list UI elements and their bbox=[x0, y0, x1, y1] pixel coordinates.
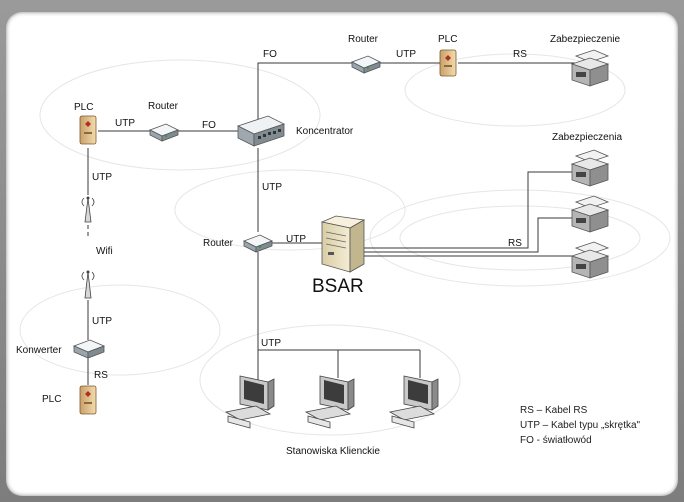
legend-item-fo: FO - światłowód bbox=[520, 435, 592, 446]
label-utp-mid-vertical: UTP bbox=[262, 182, 282, 193]
converter-icon bbox=[72, 339, 106, 359]
label-zabezpieczenia: Zabezpieczenia bbox=[552, 132, 622, 143]
security-device-2-icon bbox=[570, 195, 610, 233]
plc-top-icon bbox=[439, 49, 457, 77]
security-device-3-icon bbox=[570, 241, 610, 279]
legend: RS – Kabel RS UTP – Kabel typu „skrętka"… bbox=[520, 405, 641, 446]
workstation-2-icon bbox=[304, 375, 355, 429]
router-left-icon bbox=[149, 123, 179, 142]
connections bbox=[87, 62, 578, 385]
label-plc-bottom: PLC bbox=[42, 394, 61, 405]
label-wifi: Wifi bbox=[96, 246, 113, 257]
label-bsar: BSAR bbox=[312, 276, 364, 297]
label-utp-left-vertical: UTP bbox=[92, 172, 112, 183]
label-utp-left: UTP bbox=[115, 118, 135, 129]
workstation-3-icon bbox=[388, 375, 439, 429]
label-rs-left: RS bbox=[94, 370, 108, 381]
label-plc-left: PLC bbox=[74, 102, 93, 113]
security-device-1-icon bbox=[570, 149, 610, 187]
workstation-1-icon bbox=[224, 375, 275, 429]
label-fo-top: FO bbox=[263, 49, 277, 60]
label-fo-left: FO bbox=[202, 120, 216, 131]
label-utp-left-lower: UTP bbox=[92, 316, 112, 327]
wifi-antenna-upper-icon bbox=[81, 196, 95, 223]
label-konwerter: Konwerter bbox=[16, 345, 62, 356]
label-router-mid: Router bbox=[203, 238, 234, 249]
label-rs-top: RS bbox=[513, 49, 527, 60]
security-device-top-icon bbox=[570, 49, 610, 87]
label-koncentrator: Koncentrator bbox=[296, 126, 354, 137]
legend-item-rs: RS – Kabel RS bbox=[520, 405, 588, 416]
label-zabezpieczenie: Zabezpieczenie bbox=[550, 34, 620, 45]
router-mid-icon bbox=[243, 234, 273, 253]
router-top-icon bbox=[351, 55, 381, 74]
label-utp-mid: UTP bbox=[286, 234, 306, 245]
label-plc-top: PLC bbox=[438, 34, 457, 45]
label-router-top: Router bbox=[348, 34, 379, 45]
legend-item-utp: UTP – Kabel typu „skrętka" bbox=[520, 420, 641, 431]
wifi-antenna-lower-icon bbox=[81, 270, 95, 299]
label-utp-bottom: UTP bbox=[261, 338, 281, 349]
label-rs-mid: RS bbox=[508, 238, 522, 249]
label-router-left: Router bbox=[148, 101, 179, 112]
background-orbits bbox=[19, 53, 671, 436]
label-utp-top: UTP bbox=[396, 49, 416, 60]
plc-bottom-icon bbox=[79, 385, 97, 415]
hub-icon bbox=[236, 115, 286, 147]
plc-left-icon bbox=[79, 115, 97, 145]
bsar-server-icon bbox=[320, 215, 366, 273]
label-stanowiska: Stanowiska Klienckie bbox=[286, 446, 380, 457]
diagram-labels: Router UTP PLC RS Zabezpieczenie FO PLC … bbox=[16, 34, 622, 457]
